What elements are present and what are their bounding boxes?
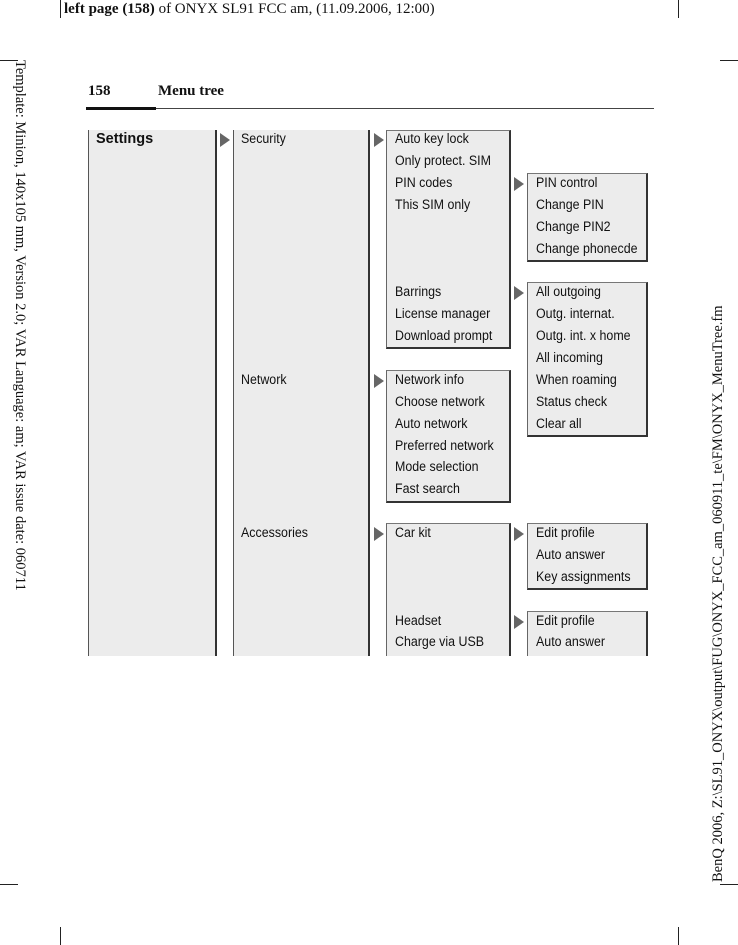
- menu-item: Key assignments: [536, 569, 631, 584]
- crop-mark: [60, 0, 61, 18]
- menu-item: PIN control: [536, 175, 598, 190]
- crop-mark: [60, 927, 61, 945]
- file-path-vertical: BenQ 2006, Z:\SL91_ONYX\output\FUG\ONYX_…: [708, 220, 732, 890]
- menu-item: Change PIN: [536, 197, 604, 212]
- print-header-rest: of ONYX SL91 FCC am, (11.09.2006, 12:00): [154, 1, 435, 17]
- menu-item: Car kit: [395, 525, 431, 540]
- header-rule-accent: [86, 107, 156, 110]
- accessories-submenu: [386, 523, 511, 656]
- arrow-icon: [514, 177, 524, 191]
- menu-item-accessories: Accessories: [241, 525, 308, 540]
- pin-codes-submenu: [527, 173, 648, 262]
- menu-item: Status check: [536, 394, 608, 409]
- security-submenu: [386, 130, 511, 349]
- crop-mark: [720, 884, 738, 885]
- menu-item-network: Network: [241, 372, 287, 387]
- menu-item: Change phonecde: [536, 241, 638, 256]
- arrow-icon: [514, 527, 524, 541]
- menu-item: Mode selection: [395, 459, 479, 474]
- menu-item: Choose network: [395, 394, 485, 409]
- level1-column: [233, 130, 370, 656]
- page-title: Menu tree: [158, 83, 224, 99]
- menu-item: Preferred network: [395, 438, 494, 453]
- menu-item: PIN codes: [395, 175, 453, 190]
- file-path-text: BenQ 2006, Z:\SL91_ONYX\output\FUG\ONYX_…: [710, 305, 726, 882]
- menu-item: Network info: [395, 372, 465, 387]
- crop-mark: [678, 0, 679, 18]
- menu-item: Outg. int. x home: [536, 328, 631, 343]
- menu-item: All incoming: [536, 350, 603, 365]
- crop-mark: [0, 60, 18, 61]
- barrings-submenu: [527, 282, 648, 437]
- menu-item: Fast search: [395, 481, 460, 496]
- arrow-icon: [374, 527, 384, 541]
- menu-item: Change PIN2: [536, 219, 611, 234]
- arrow-icon: [374, 374, 384, 388]
- crop-mark: [720, 60, 738, 61]
- settings-column: [88, 130, 217, 656]
- menu-item-security: Security: [241, 131, 286, 146]
- header-rule: [86, 108, 654, 109]
- menu-item: Edit profile: [536, 525, 595, 540]
- menu-item: Barrings: [395, 284, 442, 299]
- headset-submenu: [527, 611, 648, 656]
- arrow-icon: [374, 133, 384, 147]
- arrow-icon: [514, 615, 524, 629]
- crop-mark: [678, 927, 679, 945]
- car-kit-submenu: [527, 523, 648, 590]
- menu-item: Headset: [395, 613, 442, 628]
- menu-item: Charge via USB: [395, 634, 485, 649]
- arrow-icon: [514, 286, 524, 300]
- menu-item: Outg. internat.: [536, 306, 615, 321]
- menu-item: License manager: [395, 306, 491, 321]
- print-header-bold: left page (158): [64, 1, 155, 17]
- menu-item: Only protect. SIM: [395, 153, 491, 168]
- menu-item: When roaming: [536, 372, 617, 387]
- template-info-vertical: Template: Minion, 140x105 mm, Version 2.…: [8, 60, 32, 700]
- settings-label: Settings: [96, 131, 154, 147]
- menu-item: Auto network: [395, 416, 468, 431]
- menu-item: Clear all: [536, 416, 582, 431]
- crop-mark: [0, 884, 18, 885]
- menu-item: Edit profile: [536, 613, 595, 628]
- network-submenu: [386, 370, 511, 503]
- menu-item: All outgoing: [536, 284, 601, 299]
- menu-item: This SIM only: [395, 197, 471, 212]
- menu-item: Download prompt: [395, 328, 493, 343]
- print-header: left page (158) of ONYX SL91 FCC am, (11…: [64, 1, 435, 18]
- menu-item: Auto answer: [536, 547, 606, 562]
- template-info-text: Template: Minion, 140x105 mm, Version 2.…: [12, 60, 28, 591]
- menu-item: Auto answer: [536, 634, 606, 649]
- menu-item: Auto key lock: [395, 131, 469, 146]
- arrow-icon: [220, 133, 230, 147]
- page-number: 158: [88, 83, 111, 99]
